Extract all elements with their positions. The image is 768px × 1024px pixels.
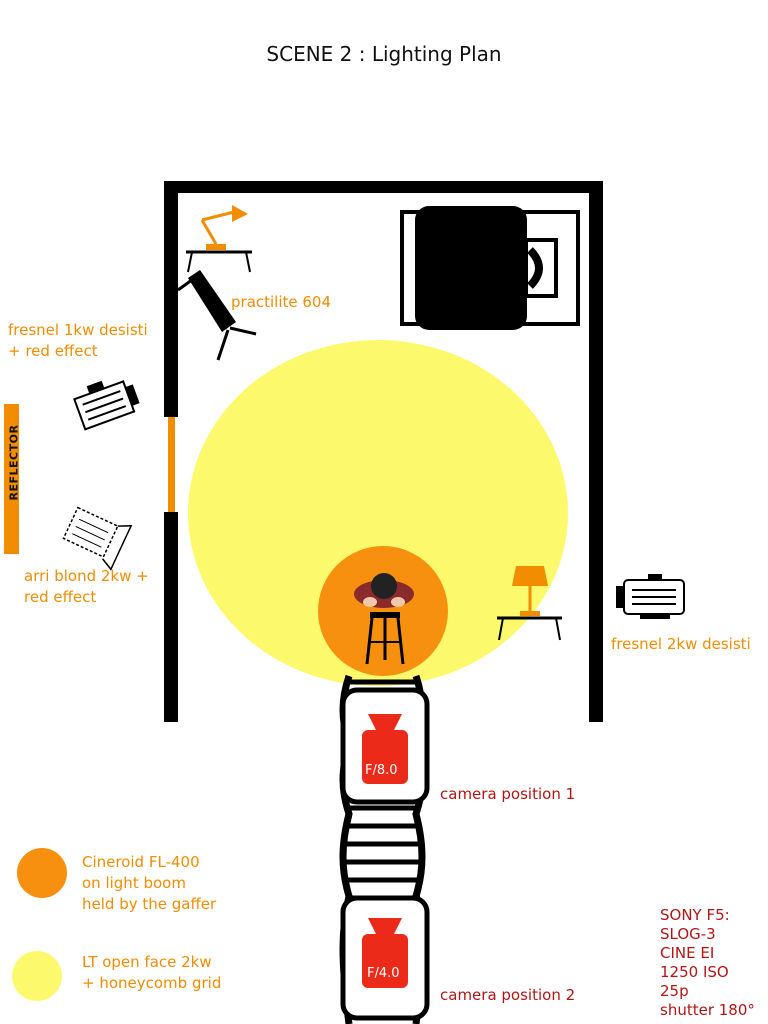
window-opening: [168, 417, 175, 512]
arri-blond-label-line1: arri blond 2kw +: [24, 567, 149, 585]
fresnel-1kw-fixture: [73, 380, 140, 431]
camera-2-label: camera position 2: [440, 986, 576, 1004]
camera-settings-block: SONY F5: SLOG-3 CINE EI 1250 ISO 25p shu…: [660, 906, 755, 1020]
camera-2-icon: [362, 918, 408, 988]
camera-setting-gamma: SLOG-3: [660, 925, 716, 943]
practical-lamp-icon: [186, 205, 252, 273]
fresnel-1kw-label: fresnel 1kw desisti + red effect: [8, 320, 148, 362]
camera-setting-model: SONY F5:: [660, 906, 730, 924]
legend-lt-line2: + honeycomb grid: [82, 974, 222, 992]
practilite-604-fixture: [177, 270, 257, 361]
camera-1-icon: [362, 714, 408, 784]
arri-blond-label: arri blond 2kw + red effect: [24, 566, 149, 608]
legend-lt-open-face-text: LT open face 2kw + honeycomb grid: [82, 952, 221, 994]
arri-blond-fixture: [62, 506, 133, 571]
practilite-label: practilite 604: [231, 293, 332, 311]
camera-setting-iso: 1250 ISO: [660, 963, 729, 981]
camera-1-label: camera position 1: [440, 785, 576, 803]
legend-swatch-cineroid: [17, 848, 67, 898]
reflector-label: REFLECTOR: [7, 424, 21, 501]
legend-lt-line1: LT open face 2kw: [82, 953, 212, 971]
fresnel-2kw-label: fresnel 2kw desisti: [611, 635, 751, 653]
legend-cineroid-line3: held by the gaffer: [82, 895, 217, 913]
lt-open-face-light-pool: [188, 340, 568, 686]
cineroid-light-pool: [318, 546, 448, 676]
bed-icon: [400, 206, 580, 330]
camera-1-fstop: F/8.0: [365, 763, 398, 778]
room-walls: [164, 181, 603, 722]
actor-on-stool-icon: [354, 573, 414, 665]
arri-blond-label-line2: red effect: [24, 588, 97, 606]
fresnel-2kw-fixture: [616, 574, 685, 619]
fresnel-1kw-label-line1: fresnel 1kw desisti: [8, 321, 148, 339]
legend-cineroid-line1: Cineroid FL-400: [82, 853, 200, 871]
legend-swatch-lt-open-face: [12, 951, 62, 1001]
camera-2-fstop: F/4.0: [367, 966, 400, 981]
camera-setting-mode: CINE EI: [660, 944, 715, 962]
reflector-board: [4, 404, 19, 554]
legend-cineroid-text: Cineroid FL-400 on light boom held by th…: [82, 852, 216, 915]
camera-setting-shutter: shutter 180°: [660, 1001, 755, 1019]
side-table-lamp-icon: [497, 566, 562, 641]
camera-setting-fps: 25p: [660, 982, 689, 1000]
page-title: SCENE 2 : Lighting Plan: [266, 42, 502, 66]
fresnel-1kw-label-line2: + red effect: [8, 342, 98, 360]
legend-cineroid-line2: on light boom: [82, 874, 186, 892]
